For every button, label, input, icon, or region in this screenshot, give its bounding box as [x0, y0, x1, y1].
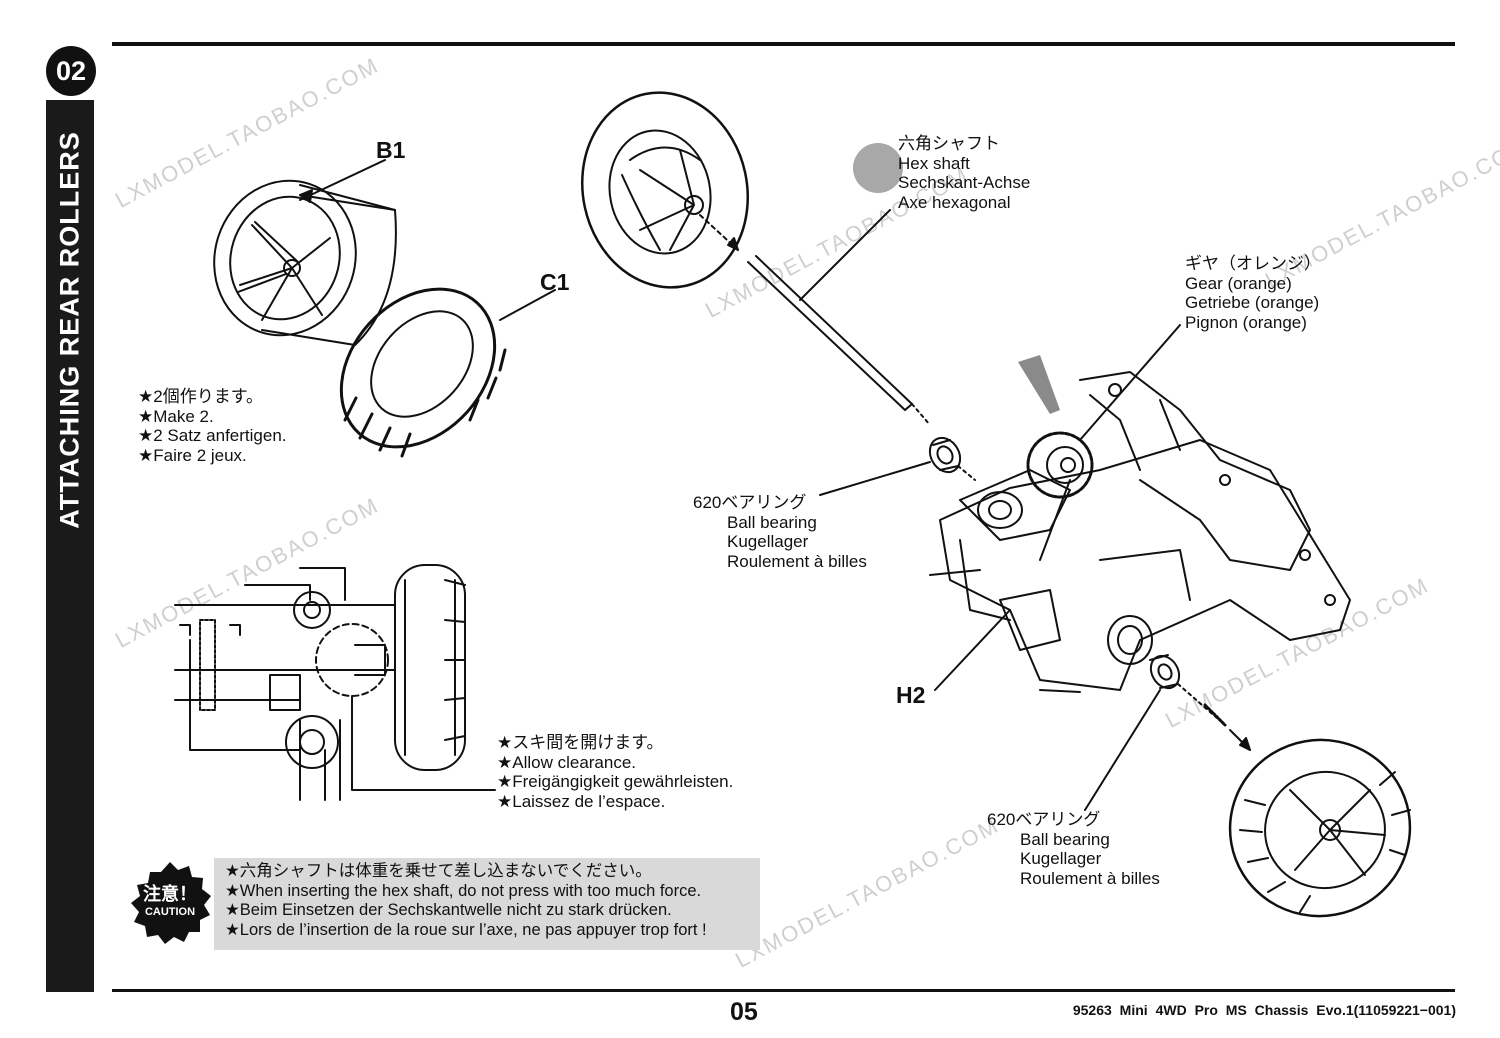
gear-label: ギヤ（オレンジ） Gear (orange) Getriebe (orange)…	[1185, 254, 1321, 332]
page-number: 05	[730, 998, 758, 1026]
model-code: 95263 Mini 4WD Pro MS Chassis Evo.1(1105…	[1072, 1002, 1456, 1018]
step-number: 02	[46, 46, 96, 96]
chassis-h2-drawing	[929, 371, 1351, 693]
grease-tube-icon	[1018, 355, 1060, 414]
hex-shaft-label: 六角シャフト Hex shaft Sechskant-Achse Axe hex…	[898, 134, 1031, 212]
caution-text: ★六角シャフトは体重を乗せて差し込まないでください。 ★When inserti…	[225, 862, 707, 939]
bottom-rule	[112, 989, 1455, 992]
caution-badge-en: CAUTION	[144, 906, 196, 918]
grease-mark	[853, 143, 903, 193]
tire-c1-drawing	[339, 287, 507, 458]
part-label-h2: H2	[896, 682, 926, 708]
bearing-label-top: 620ベアリング Ball bearing Kugellager Rouleme…	[693, 493, 867, 571]
part-label-b1: B1	[376, 137, 406, 163]
bottom-bearing-drawing	[1149, 654, 1181, 690]
bearing-label-bottom: 620ベアリング Ball bearing Kugellager Rouleme…	[987, 810, 1160, 888]
top-bearing-drawing	[928, 436, 962, 474]
clearance-detail-drawing	[174, 564, 496, 801]
top-wheel-drawing	[580, 91, 750, 289]
clearance-note: ★スキ間を開けます。 ★Allow clearance. ★Freigängig…	[497, 733, 734, 811]
part-label-c1: C1	[540, 269, 570, 295]
top-rule	[112, 42, 1455, 46]
make-two-note: ★2個作ります。 ★Make 2. ★2 Satz anfertigen. ★F…	[138, 387, 287, 465]
bottom-wheel-drawing	[1228, 738, 1412, 918]
caution-box	[214, 858, 760, 950]
caution-badge-drawing	[131, 862, 211, 944]
gear-drawing	[1026, 431, 1094, 561]
wheel-b1-drawing	[213, 179, 397, 346]
caution-badge-jp: 注意！	[143, 884, 197, 904]
step-title-bar	[46, 100, 94, 992]
